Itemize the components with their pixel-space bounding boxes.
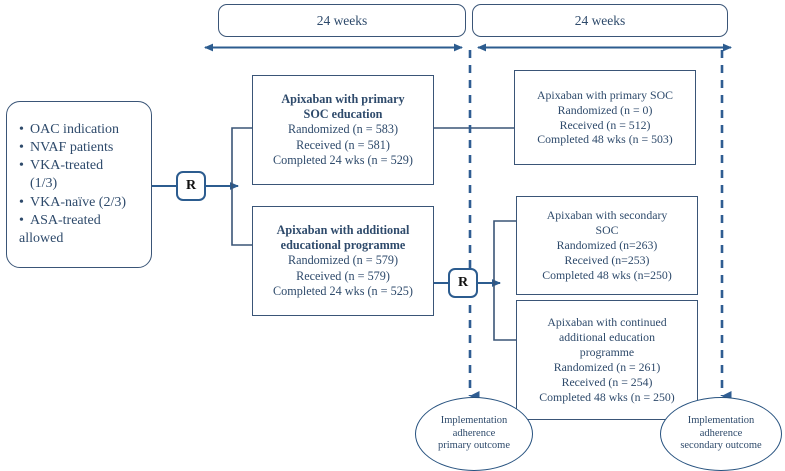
arm-randomized-primary-soc-education: Randomized (n = 583) [287,122,399,137]
split-bracket-secondary-arms [493,220,516,341]
arm-received-primary-soc-continued: Received (n = 512) [559,117,651,132]
arm-randomized-continued-additional-education: Randomized (n = 261) [553,360,661,374]
eligibility-item-1: •NVAF patients [19,139,113,157]
arm-title-continued-additional-education-line3: programme [579,345,635,360]
arm-randomized-primary-soc-continued: Randomized (n = 0) [557,102,653,117]
arm-completed-additional-education: Completed 24 wks (n = 525) [273,283,413,298]
randomization-node-1[interactable]: R [176,171,206,201]
outcome-secondary-line1: Implementation [687,414,755,426]
arm-received-continued-additional-education: Received (n = 254) [561,374,653,389]
eligibility-item-4: •VKA-naïve (2/3) [19,194,126,212]
phase-box-period2: 24 weeks [472,4,728,37]
arm-title-secondary-soc-line2: SOC [595,223,619,238]
eligibility-item-5: •ASA-treated [19,212,101,230]
split-bracket-arms [231,127,252,246]
outcome-primary-line2: adherence [452,427,496,439]
randomization-label-1: R [185,178,197,193]
arm-title-continued-additional-education-line1: Apixaban with continued [547,315,667,330]
arm-received-primary-soc-education: Received (n = 581) [296,137,390,152]
outcome-primary-line1: Implementation [440,414,508,426]
arm-title-additional-education-line1: Apixaban with additional [276,223,410,238]
phase-box-period1: 24 weeks [218,4,466,37]
arm-title-primary-soc-education-line2: SOC education [303,107,383,122]
outcome-secondary-line3: secondary outcome [680,440,762,452]
arm-completed-primary-soc-education: Completed 24 wks (n = 529) [273,152,413,167]
randomization-node-2[interactable]: R [448,268,478,298]
outcome-ellipse-secondary: Implementation adherence secondary outco… [660,397,782,471]
bullet-dot-icon: • [19,158,24,174]
arm-completed-secondary-soc: Completed 48 wks (n=250) [542,267,672,282]
outcome-primary-line3: primary outcome [437,440,511,452]
arm-randomized-secondary-soc: Randomized (n=263) [556,238,658,253]
bullet-dot-icon: • [19,140,24,156]
eligibility-item-3: (1/3) [30,176,58,192]
arm-received-additional-education: Received (n = 579) [296,268,390,283]
outcome-ellipse-primary: Implementation adherence primary outcome [415,397,533,471]
bullet-dot-icon: • [19,194,24,210]
arm-title-primary-soc-education-line1: Apixaban with primary [281,92,405,107]
eligibility-item-0: •OAC indication [19,121,119,139]
arm-title-secondary-soc-line1: Apixaban with secondary [546,208,668,223]
arm-title-continued-additional-education-line2: additional education [559,330,655,345]
randomization-label-2: R [457,275,469,290]
phase-label-period2: 24 weeks [574,12,626,28]
bullet-dot-icon: • [19,121,24,137]
arm-box-continued-additional-education: Apixaban with continued additional educa… [516,300,698,420]
bullet-dot-icon: • [19,212,24,228]
arm-title-additional-education-line2: educational programme [280,238,406,253]
eligibility-criteria-box: •OAC indication •NVAF patients •VKA-trea… [6,101,152,268]
eligibility-item-6: allowed [19,230,64,246]
arm-box-primary-soc-education: Apixaban with primary SOC education Rand… [252,75,434,185]
arm-completed-continued-additional-education: Completed 48 wks (n = 250) [539,389,675,404]
arm-box-additional-education: Apixaban with additional educational pro… [252,206,434,316]
arm-received-secondary-soc: Received (n=253) [564,252,650,267]
arm-box-primary-soc-continued: Apixaban with primary SOC Randomized (n … [514,70,696,165]
arm-completed-primary-soc-continued: Completed 48 wks (n = 503) [537,132,673,147]
arm-title-primary-soc-continued: Apixaban with primary SOC [537,87,673,102]
phase-label-period1: 24 weeks [316,12,368,28]
arm-box-secondary-soc: Apixaban with secondary SOC Randomized (… [516,196,698,295]
arm-randomized-additional-education: Randomized (n = 579) [287,253,399,268]
eligibility-item-2: •VKA-treated [19,157,103,175]
outcome-secondary-line2: adherence [699,427,743,439]
